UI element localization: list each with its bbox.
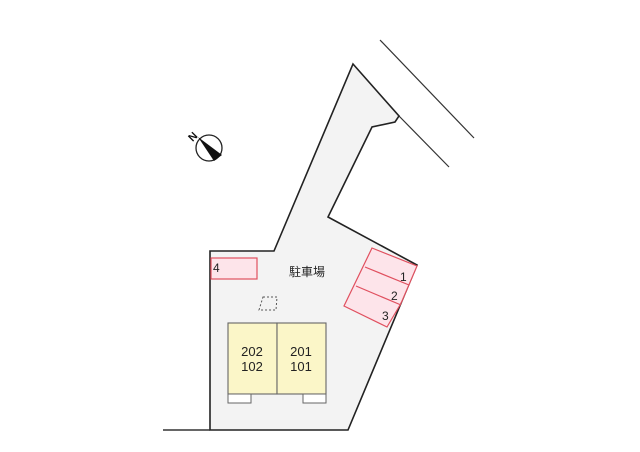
dashed-area-marker <box>258 296 278 311</box>
building: 202 102 201 101 <box>227 322 327 404</box>
unit-101-label: 101 <box>290 359 312 374</box>
road-edge-line-inner <box>398 115 450 168</box>
north-arrow-icon: N <box>186 130 223 162</box>
parking-spaces-1-3: 1 2 3 <box>343 247 418 328</box>
parking-lot-label: 駐車場 <box>289 264 325 279</box>
unit-201-label: 201 <box>290 344 312 359</box>
unit-202-label: 202 <box>241 344 263 359</box>
parking-space-number: 1 <box>400 270 407 284</box>
parking-space-number: 2 <box>391 289 398 303</box>
unit-102-label: 102 <box>241 359 263 374</box>
parking-space-number: 4 <box>213 261 220 275</box>
parking-space-4: 4 <box>210 257 258 280</box>
parking-space-number: 3 <box>382 309 389 323</box>
road-edge-line <box>379 39 475 139</box>
